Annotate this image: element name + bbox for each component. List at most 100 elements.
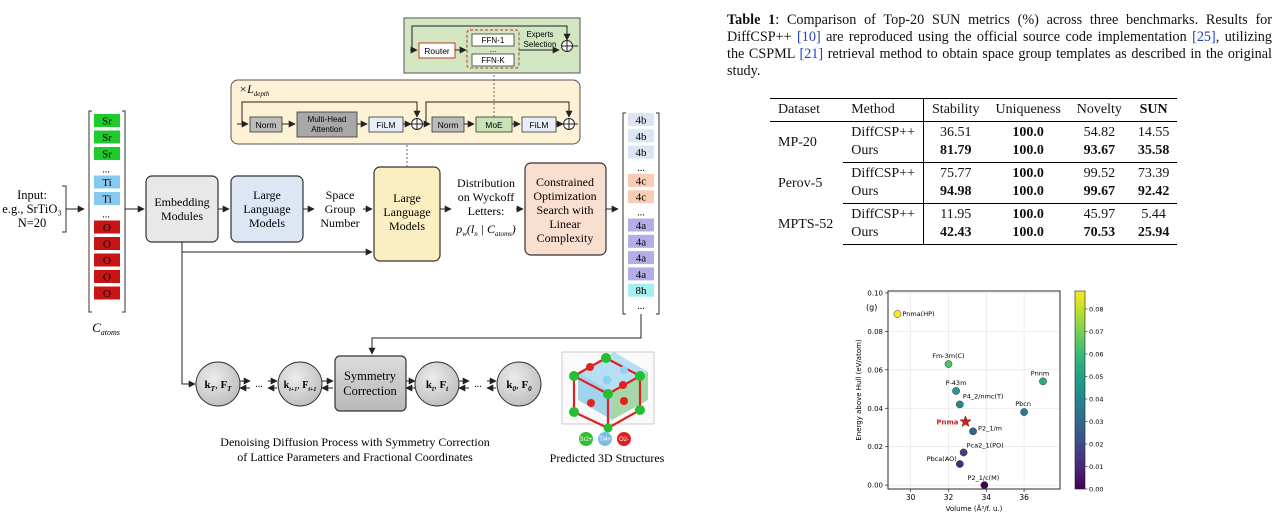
co-label-3: Search with [537, 203, 594, 217]
dataset-cell: MP-20 [778, 135, 817, 151]
mha-label-2: Attention [311, 125, 343, 134]
wyckoff-output-column: 4b4b4b...4c4c...4a4a4a4a8h... [628, 113, 654, 312]
ion-legend: Sr2+ Ti4+ O2- [579, 432, 631, 446]
value-cell: 92.42 [1129, 183, 1178, 204]
method-cell: Ours [843, 142, 925, 163]
value-cell: 11.95 [940, 207, 972, 222]
data-point [959, 448, 968, 457]
wyckoff-ellipsis: ... [637, 163, 645, 174]
chain-ellipsis-2: ... [474, 379, 482, 390]
citation-10[interactable]: [10] [797, 29, 821, 45]
atom-token-ti [94, 175, 120, 189]
co-label-2: Optimization [533, 189, 596, 203]
plot-frame [887, 290, 1061, 490]
data-point [1039, 377, 1047, 386]
node-0-label: k0, F0 [506, 379, 532, 393]
symmetry-correction-box [334, 355, 407, 412]
wyckoff-token-8h [628, 283, 654, 297]
caption-text-2: are reproduced using the official source… [820, 29, 1193, 45]
atom-token-label: O [103, 239, 111, 251]
point-label: P2_1/c(M) [967, 474, 999, 482]
atom-token-label: Sr [102, 149, 112, 161]
point-label: P4_2/nmc(T) [963, 392, 1004, 400]
value-cell: 42.43 [923, 224, 988, 245]
data-point [955, 460, 964, 468]
wyckoff-formula: pw(ln | Catoms) [455, 222, 516, 238]
wyckoff-token-label: 4a [636, 220, 647, 232]
legend-ti-dot [598, 432, 612, 446]
sg-label-2: Group [325, 202, 356, 216]
header-dataset: Dataset [770, 98, 844, 122]
atoms-caption: Catoms [92, 320, 120, 337]
atom-token-o [94, 237, 120, 250]
value-cell: 100.0 [987, 183, 1069, 204]
y-tick-label: 0.06 [867, 366, 883, 374]
wyckoff-token-4a [628, 234, 654, 248]
wyckoff-ellipsis: ... [637, 301, 645, 312]
atom-token-label: Ti [102, 177, 111, 189]
value-cell: 81.79 [923, 142, 988, 163]
atom-ellipsis: ... [102, 165, 110, 176]
point-label: P2_1/m [978, 424, 1002, 432]
sg-label-3: Number [320, 216, 359, 230]
diffusion-node-0 [496, 361, 542, 407]
co-label-5: Complexity [537, 231, 594, 245]
diffusion-caption-1: Denoising Diffusion Process with Symmetr… [220, 435, 489, 449]
wyckoff-token-label: 4a [636, 269, 647, 281]
value-cell: 36.51 [939, 125, 972, 140]
point-label: Pbcn [1015, 400, 1031, 408]
y-axis-label: Energy above Hull (eV/atom) [855, 339, 863, 441]
atom-token-label: O [103, 288, 111, 300]
citation-25[interactable]: [25] [1192, 29, 1216, 45]
experts-label-1: Experts [526, 30, 553, 39]
header-uniqueness: Uniqueness [987, 98, 1069, 122]
wyckoff-token-label: 4a [636, 236, 647, 248]
point-label: Pca2_1(PO) [967, 441, 1004, 449]
llm2-label-2: Language [383, 205, 430, 219]
y-tick-label: 0.02 [867, 443, 883, 451]
colorbar-tick-label: 0.04 [1089, 395, 1103, 403]
atom-token-o [94, 220, 120, 234]
value-cell: 45.97 [1083, 207, 1116, 222]
ffn-k-label: FFN-K [481, 56, 505, 65]
legend-ti: Ti4+ [599, 437, 611, 443]
wyckoff-token-label: 4b [636, 131, 648, 143]
value-cell: 100.0 [987, 224, 1069, 245]
router-label: Router [424, 46, 450, 56]
value-cell: 94.98 [923, 183, 988, 204]
colorbar [1074, 290, 1086, 490]
colorbar-tick-label: 0.02 [1089, 440, 1103, 448]
table-header-row: Dataset Method Stability Uniqueness Nove… [770, 98, 1178, 122]
y-tick-label: 0.08 [867, 328, 883, 336]
atom-token-label: Ti [102, 194, 111, 206]
colorbar-tick-label: 0.05 [1089, 373, 1103, 381]
value-cell: 70.53 [1068, 224, 1130, 245]
ffn-dots: ... [490, 45, 497, 54]
point-label: Pnma(HP) [902, 310, 934, 318]
input-n: N=20 [18, 216, 47, 230]
wyckoff-token-label: 4c [636, 192, 647, 204]
diffusion-node-t1 [277, 361, 323, 407]
atom-ellipsis: ... [102, 210, 110, 221]
point-label: Fm-3m(C) [932, 352, 965, 360]
panel-label: (g) [866, 303, 877, 312]
wyckoff-token-label: 4b [636, 115, 648, 127]
symmetry-label-2: Correction [343, 384, 397, 398]
wyckoff-token-label: 4a [636, 253, 647, 265]
header-novelty: Novelty [1068, 98, 1130, 122]
atom-token-label: O [103, 222, 111, 234]
norm-label-2: Norm [438, 120, 459, 130]
diffusion-chain: kT, FT kt+1, Ft+1 kt, Ft k0, F0 ... Symm… [195, 355, 542, 412]
citation-21[interactable]: [21] [799, 46, 824, 62]
legend-o: O2- [619, 437, 629, 443]
wyckoff-token-label: 8h [636, 285, 648, 297]
